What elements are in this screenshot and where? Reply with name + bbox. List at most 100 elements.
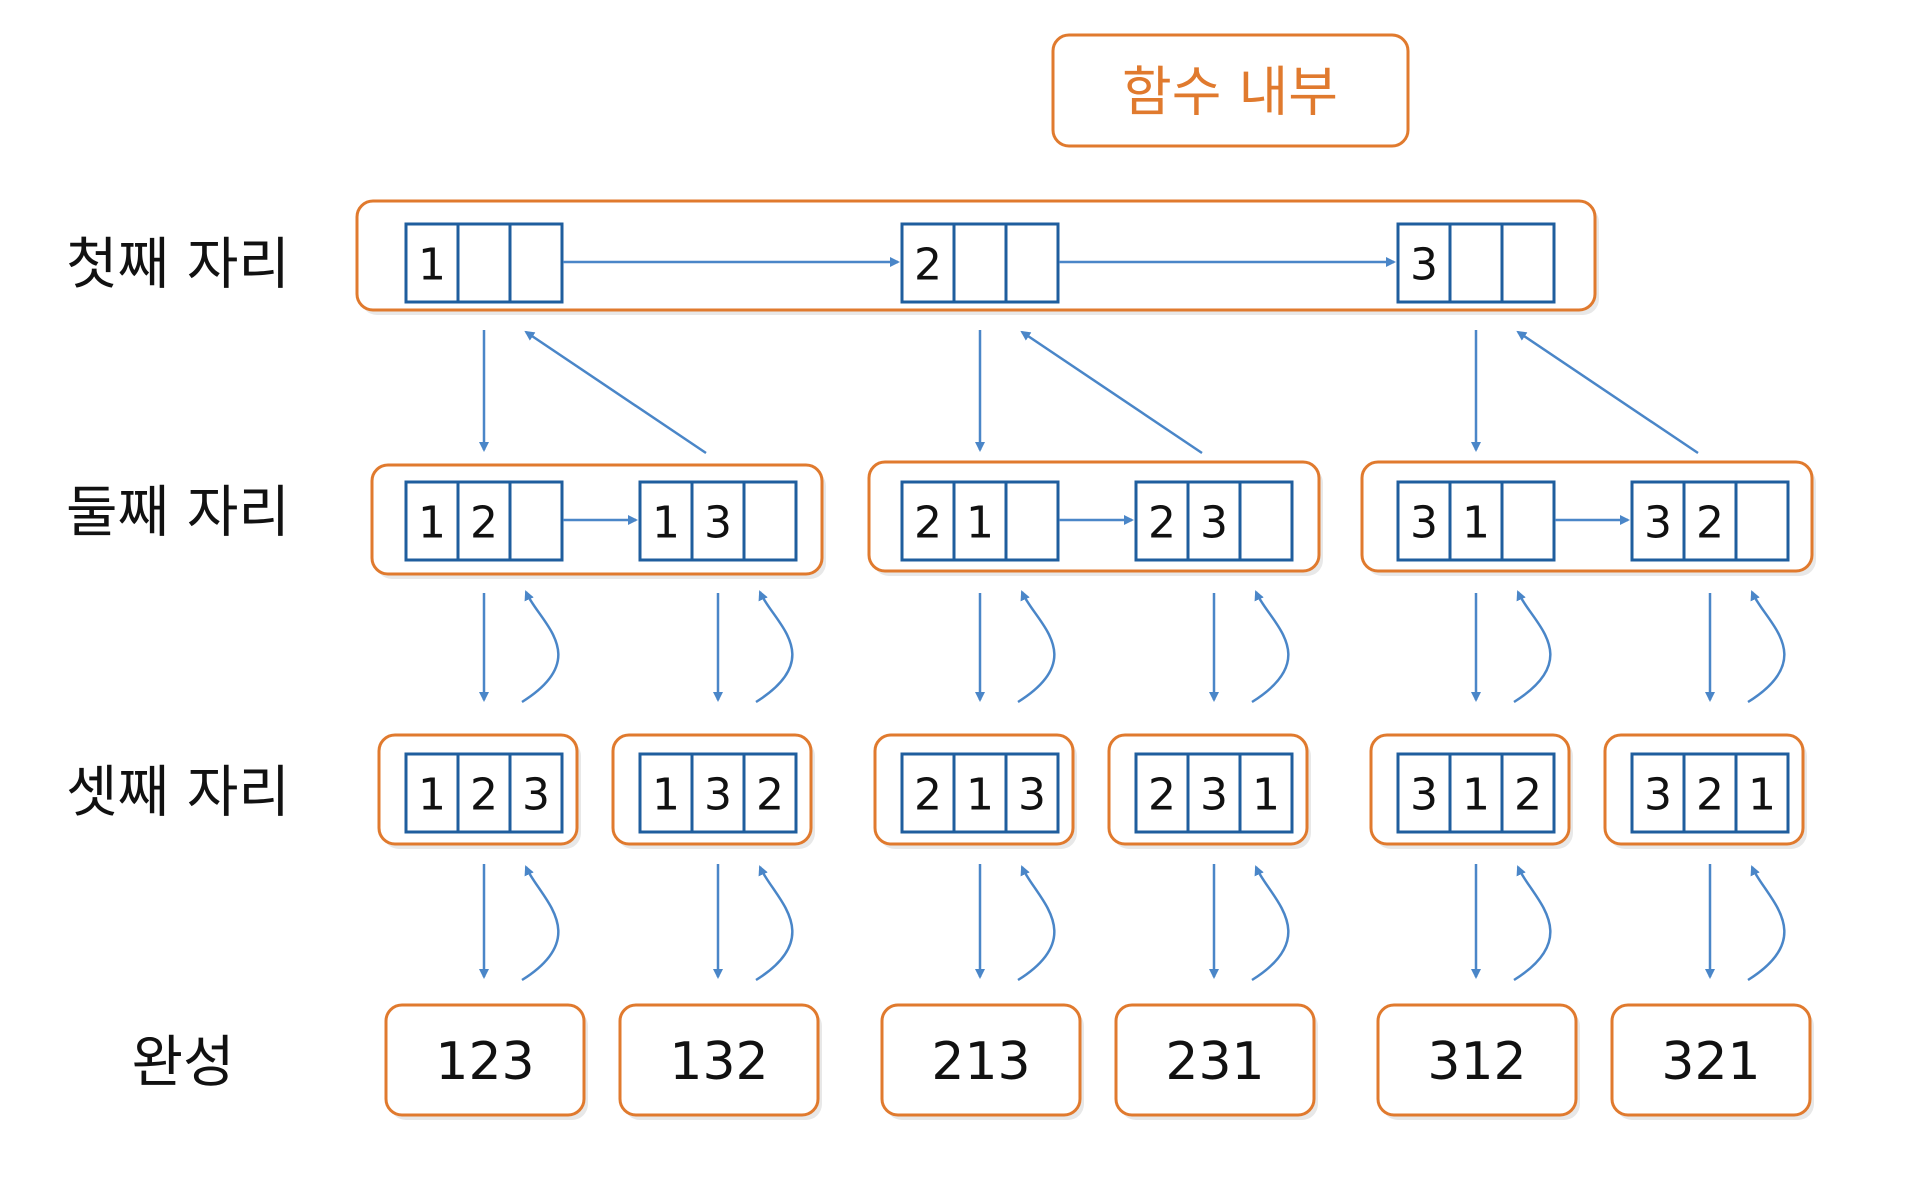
- return-arrow: [1251, 590, 1290, 704]
- return-arrow: [1020, 330, 1203, 455]
- array-cell: [638, 752, 694, 834]
- array-cell: [1004, 752, 1060, 834]
- cell-value: 1: [418, 240, 446, 291]
- result-box: [1610, 1003, 1812, 1117]
- array-cell: [690, 480, 746, 562]
- array-cell: [508, 480, 564, 562]
- array-cell: [1004, 480, 1060, 562]
- result-label: 213: [931, 1032, 1030, 1092]
- row-label-third: 셋째 자리: [66, 761, 290, 826]
- title-label: 함수 내부: [1122, 61, 1338, 124]
- array-cell: [1134, 480, 1190, 562]
- return-arrow: [1747, 865, 1786, 982]
- array-cell: [742, 480, 798, 562]
- return-arrow: [1747, 590, 1786, 704]
- array-cell: [900, 222, 956, 304]
- cell-value: 1: [1252, 770, 1280, 821]
- array-cell: [1448, 480, 1504, 562]
- cell-value: 1: [966, 498, 994, 549]
- row-label-first: 첫째 자리: [66, 233, 290, 298]
- level1-array: 2: [900, 222, 1060, 304]
- array-cell: [742, 752, 798, 834]
- result-label: 321: [1661, 1032, 1760, 1092]
- row-label-complete: 완성: [131, 1031, 234, 1096]
- array-cell: [1448, 222, 1504, 304]
- cell-value: 1: [1748, 770, 1776, 821]
- cell-value: 3: [1410, 240, 1438, 291]
- array-cell: [1004, 222, 1060, 304]
- array-cell: [1734, 752, 1790, 834]
- result-box: [1376, 1003, 1578, 1117]
- array-cell: [1396, 480, 1452, 562]
- row-label-second: 둘째 자리: [66, 481, 290, 546]
- result-box: [1114, 1003, 1316, 1117]
- arrow-layer: [479, 257, 1786, 982]
- array-cell: [1186, 480, 1242, 562]
- return-arrow: [524, 330, 707, 455]
- cell-value: 3: [522, 770, 550, 821]
- return-arrow: [1017, 865, 1056, 982]
- result-label: 312: [1427, 1032, 1526, 1092]
- array-cell: [404, 480, 460, 562]
- cell-value: 3: [704, 770, 732, 821]
- cell-value: 2: [1696, 498, 1724, 549]
- result-label: 132: [669, 1032, 768, 1092]
- level1-array: 3: [1396, 222, 1556, 304]
- array-cell: [900, 480, 956, 562]
- array-cell: [456, 480, 512, 562]
- array-cell: [1500, 222, 1556, 304]
- return-arrow: [1513, 590, 1552, 704]
- result-box: [618, 1003, 820, 1117]
- result-box: [880, 1003, 1082, 1117]
- cell-value: 3: [1644, 498, 1672, 549]
- array-cell: [508, 222, 564, 304]
- array-cell: [1396, 752, 1452, 834]
- cell-value: 2: [1148, 498, 1176, 549]
- return-arrow: [521, 590, 560, 704]
- cell-value: 2: [1148, 770, 1176, 821]
- cell-value: 2: [914, 770, 942, 821]
- return-arrow: [1251, 865, 1290, 982]
- array-cell: [900, 752, 956, 834]
- cell-value: 2: [914, 498, 942, 549]
- cell-value: 2: [756, 770, 784, 821]
- array-cell: [1134, 752, 1190, 834]
- cell-value: 1: [1462, 498, 1490, 549]
- array-cell: [1238, 480, 1294, 562]
- array-cell: [1500, 480, 1556, 562]
- array-cell: [508, 752, 564, 834]
- result-label: 231: [1165, 1032, 1264, 1092]
- return-arrow: [1017, 590, 1056, 704]
- return-arrow: [755, 865, 794, 982]
- result-label: 123: [435, 1032, 534, 1092]
- cell-value: 1: [652, 498, 680, 549]
- array-cell: [1186, 752, 1242, 834]
- cell-value: 3: [1200, 770, 1228, 821]
- cell-value: 1: [418, 770, 446, 821]
- result-box: [384, 1003, 586, 1117]
- return-arrow: [521, 865, 560, 982]
- array-cell: [952, 222, 1008, 304]
- title-box: [1051, 33, 1410, 148]
- array-cell: [1500, 752, 1556, 834]
- cell-value: 3: [1018, 770, 1046, 821]
- array-cell: [404, 222, 460, 304]
- array-cell: [456, 222, 512, 304]
- cell-value: 1: [966, 770, 994, 821]
- cell-value: 3: [1410, 498, 1438, 549]
- container-layer: [355, 199, 1816, 1120]
- cell-value: 2: [470, 770, 498, 821]
